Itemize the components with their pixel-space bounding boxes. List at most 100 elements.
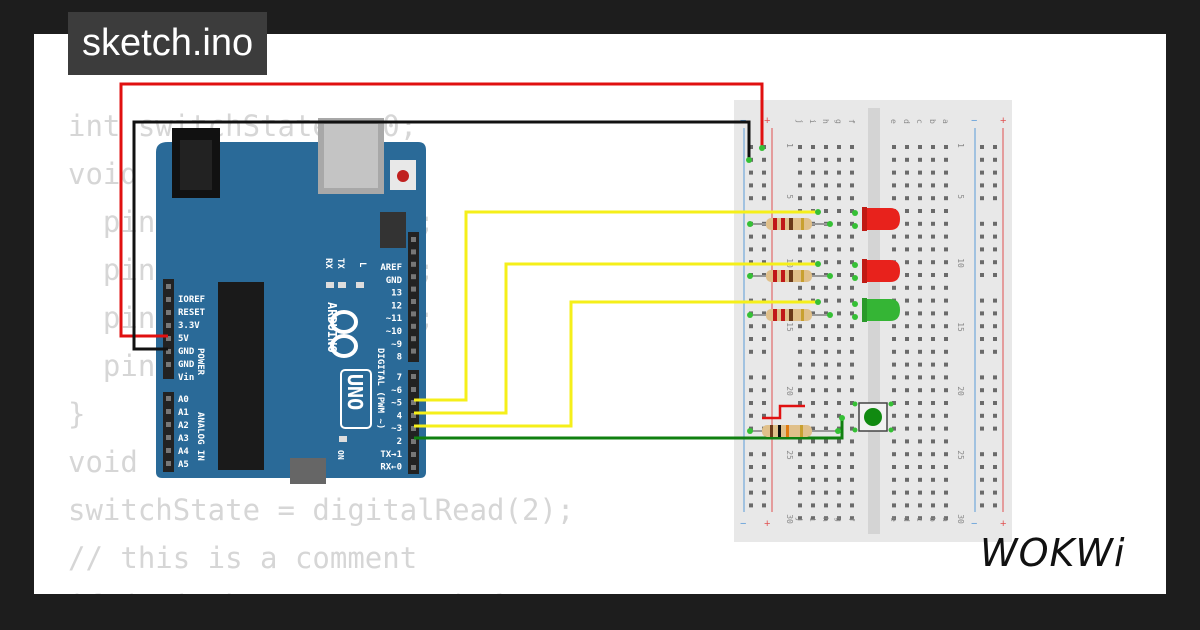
resistor-led2 <box>747 270 833 282</box>
breadboard-row-letter: c <box>915 517 924 522</box>
breadboard-row-letter: e <box>889 119 898 124</box>
pushbutton-cap[interactable] <box>864 408 882 426</box>
resistor-led1 <box>747 218 833 230</box>
digital-pin-label: 4 <box>397 411 403 421</box>
uno-badge <box>340 369 372 429</box>
breadboard-column-number: 25 <box>785 450 794 460</box>
breadboard-row-letter: h <box>821 119 830 124</box>
power-pin-label: GND <box>178 360 195 370</box>
breadboard-row-letter: g <box>834 119 843 124</box>
led-2[interactable] <box>852 259 900 283</box>
sketch-filename-tab[interactable]: sketch.ino <box>68 12 268 75</box>
arduino-logo-icon <box>330 310 358 358</box>
wire-gnd <box>132 120 751 351</box>
rail-plus-label-right-bottom: + <box>1000 518 1006 530</box>
breadboard-row-letter: j <box>795 119 804 124</box>
rx-led <box>326 282 334 288</box>
l-led <box>356 282 364 288</box>
breadboard-row-letter: e <box>889 517 898 522</box>
breadboard-column-number: 5 <box>785 194 794 199</box>
wire-end-dot <box>839 415 845 421</box>
arduino-uno-board: ARDUINO UNO DIGITAL (PWM ~) POWER ANALOG… <box>156 118 426 484</box>
analog-pin-label: A3 <box>178 434 189 444</box>
power-pin-label: RESET <box>178 308 206 318</box>
digital-pin-label: RX←0 <box>380 463 402 473</box>
digital-pin-label: 8 <box>397 353 402 363</box>
digital-pin-label: 7 <box>397 373 402 383</box>
breadboard-column-number: 15 <box>956 322 965 332</box>
breadboard-column-number: 20 <box>956 386 965 396</box>
wire-end-dot <box>759 145 765 151</box>
rx-led-label: RX <box>323 258 333 269</box>
digital-pin-label: ~3 <box>391 424 402 434</box>
digital-pin-label: 12 <box>391 301 402 311</box>
digital-pin-label: AREF <box>380 263 402 273</box>
on-led <box>339 436 347 442</box>
breadboard-row-letter: d <box>902 517 911 522</box>
wire-pin4-led2 <box>414 262 818 415</box>
breadboard-row-letter: i <box>808 517 817 522</box>
led-1-body <box>866 208 900 230</box>
resistor-led3 <box>747 309 833 321</box>
breadboard-row-letter: j <box>795 517 804 522</box>
icsp-header-top <box>380 212 406 248</box>
analog-pin-label: A1 <box>178 408 189 418</box>
power-pin-label: Vin <box>178 372 194 383</box>
digital-pin-label: 13 <box>391 289 402 299</box>
uno-model-label: UNO <box>343 374 367 410</box>
breadboard-row-letter: f <box>847 119 856 124</box>
breadboard-column-number: 30 <box>956 514 965 524</box>
breadboard-row-letter: g <box>834 517 843 522</box>
led-1[interactable] <box>852 207 900 231</box>
power-pin-label: 3.3V <box>178 321 200 331</box>
leds <box>852 207 900 322</box>
usb-connector-face <box>324 124 378 188</box>
wokwi-logo-text: WOKWi <box>980 531 1126 575</box>
led-3-body <box>866 299 900 321</box>
reset-button[interactable] <box>397 170 409 182</box>
led-2-body <box>866 260 900 282</box>
led-3[interactable] <box>852 298 900 322</box>
pushbutton[interactable] <box>852 401 894 433</box>
analog-pin-label: A2 <box>178 421 189 431</box>
digital-header-label: DIGITAL (PWM ~) <box>375 348 385 429</box>
power-pin-header <box>163 279 174 379</box>
analog-pin-label: A5 <box>178 460 189 470</box>
rail-plus-label-right: + <box>1000 115 1006 127</box>
code-line: if (switchState == LOW) { <box>68 582 574 594</box>
code-line: } <box>68 397 86 431</box>
power-pin-label: IOREF <box>178 295 205 305</box>
analog-pin-header <box>163 392 174 472</box>
breadboard-row-letter: c <box>915 119 924 124</box>
breadboard-row-letter: d <box>902 119 911 124</box>
wire-end-dot <box>815 261 821 267</box>
breadboard-row-letter: a <box>941 119 950 124</box>
wire-end-dot <box>815 299 821 305</box>
power-header-label: POWER <box>195 348 205 376</box>
rail-plus-label: + <box>764 115 770 127</box>
code-line: void <box>68 157 138 191</box>
digital-pin-label: 2 <box>397 437 402 447</box>
l-led-label: L <box>357 262 367 268</box>
digital-pin-label: ~9 <box>391 340 402 350</box>
rail-plus-label-bottom: + <box>764 518 770 530</box>
power-pin-label: 5V <box>178 334 189 344</box>
code-line: // this is a comment <box>68 541 418 575</box>
wire-pin5-led1 <box>414 210 818 402</box>
breadboard-column-number: 15 <box>785 322 794 332</box>
breadboard-column-number: 10 <box>956 258 965 268</box>
resistor-switch <box>747 425 841 437</box>
pin-labels: IOREFRESET3.3V5VGNDGNDVinA0A1A2A3A4A5ARE… <box>178 263 403 473</box>
analog-pin-label: A0 <box>178 395 189 405</box>
tx-led <box>338 282 346 288</box>
breadboard-row-letter: h <box>821 517 830 522</box>
wokwi-logo-graphic: WOKWi <box>980 531 1126 575</box>
breadboard-row-letter: i <box>808 119 817 124</box>
analog-header-label: ANALOG IN <box>195 412 205 461</box>
rail-minus-label-right-bottom: − <box>971 518 977 530</box>
pin-header-holes <box>166 237 416 470</box>
wokwi-logo: WOKWi <box>978 530 1150 581</box>
digital-pin-label: ~10 <box>386 327 402 337</box>
